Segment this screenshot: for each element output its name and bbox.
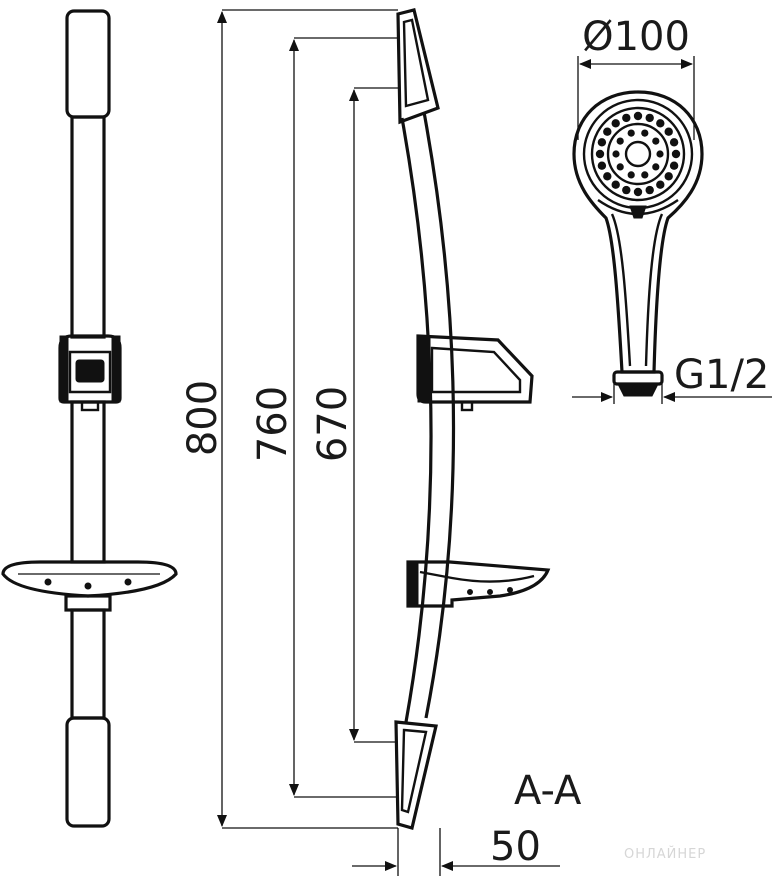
soap-dish-side	[406, 560, 551, 608]
nozzle-dot	[641, 171, 649, 179]
nozzle-dot	[645, 113, 654, 123]
spray-nozzles	[595, 111, 681, 197]
nozzle-dot	[669, 161, 679, 170]
nozzle-dot	[616, 137, 624, 145]
nozzle-dot	[612, 150, 620, 158]
dim-label-diameter: Ø100	[582, 14, 690, 60]
nozzle-dot	[633, 187, 643, 197]
hose-connector	[612, 370, 664, 386]
rail-tube-lower	[70, 608, 106, 720]
top-wall-bracket	[396, 8, 440, 125]
hand-shower: Ø100 G1/2	[572, 14, 772, 404]
nozzle-dot	[627, 129, 635, 137]
nozzle-dot	[641, 129, 649, 137]
rail-tube-upper	[70, 115, 106, 339]
nozzle-dot	[597, 161, 607, 170]
nozzle-dot	[633, 111, 643, 121]
bottom-wall-bracket	[394, 720, 438, 830]
nozzle-dot	[611, 180, 620, 189]
nozzle-dot	[616, 163, 624, 171]
dim-label-50: 50	[490, 824, 541, 870]
nozzle-dot	[652, 137, 660, 145]
spray-selector-tab	[629, 205, 647, 219]
nozzle-dot	[652, 163, 660, 171]
nozzle-dot	[669, 138, 679, 147]
dim-label-thread: G1/2	[674, 352, 769, 398]
nozzle-dot	[645, 185, 654, 195]
slider-holder-side	[416, 334, 534, 412]
curved-rail	[400, 117, 433, 723]
nozzle-dot	[627, 171, 635, 179]
watermark: ОНЛАЙНЕР	[624, 846, 706, 862]
rail-tube-middle	[70, 400, 106, 564]
dim-label-670: 670	[310, 386, 356, 462]
dim-label-800: 800	[180, 380, 226, 456]
nozzle-dot	[622, 185, 631, 195]
soap-dish-front	[1, 560, 178, 612]
nozzle-dot	[664, 172, 673, 181]
dim-label-760: 760	[250, 386, 296, 462]
nozzle-dot	[656, 119, 665, 128]
nozzle-dot	[664, 127, 673, 136]
front-view	[1, 9, 178, 828]
shower-head-body	[572, 90, 704, 374]
bottom-end-cap	[65, 716, 111, 828]
nozzle-dot	[603, 127, 612, 136]
nozzle-dot	[656, 180, 665, 189]
slider-holder	[58, 334, 122, 412]
nozzle-dot	[603, 172, 612, 181]
section-label: A-A	[514, 768, 582, 814]
nozzle-dot	[597, 138, 607, 147]
nozzle-dot	[656, 150, 664, 158]
dimension-lines: 800 760 670	[180, 9, 398, 829]
nozzle-dot	[611, 119, 620, 128]
side-section-view: 50 A-A	[352, 8, 582, 876]
nozzle-dot	[595, 149, 605, 159]
top-end-cap	[65, 9, 111, 119]
nozzle-dot	[622, 113, 631, 123]
nozzle-dot	[671, 149, 681, 159]
